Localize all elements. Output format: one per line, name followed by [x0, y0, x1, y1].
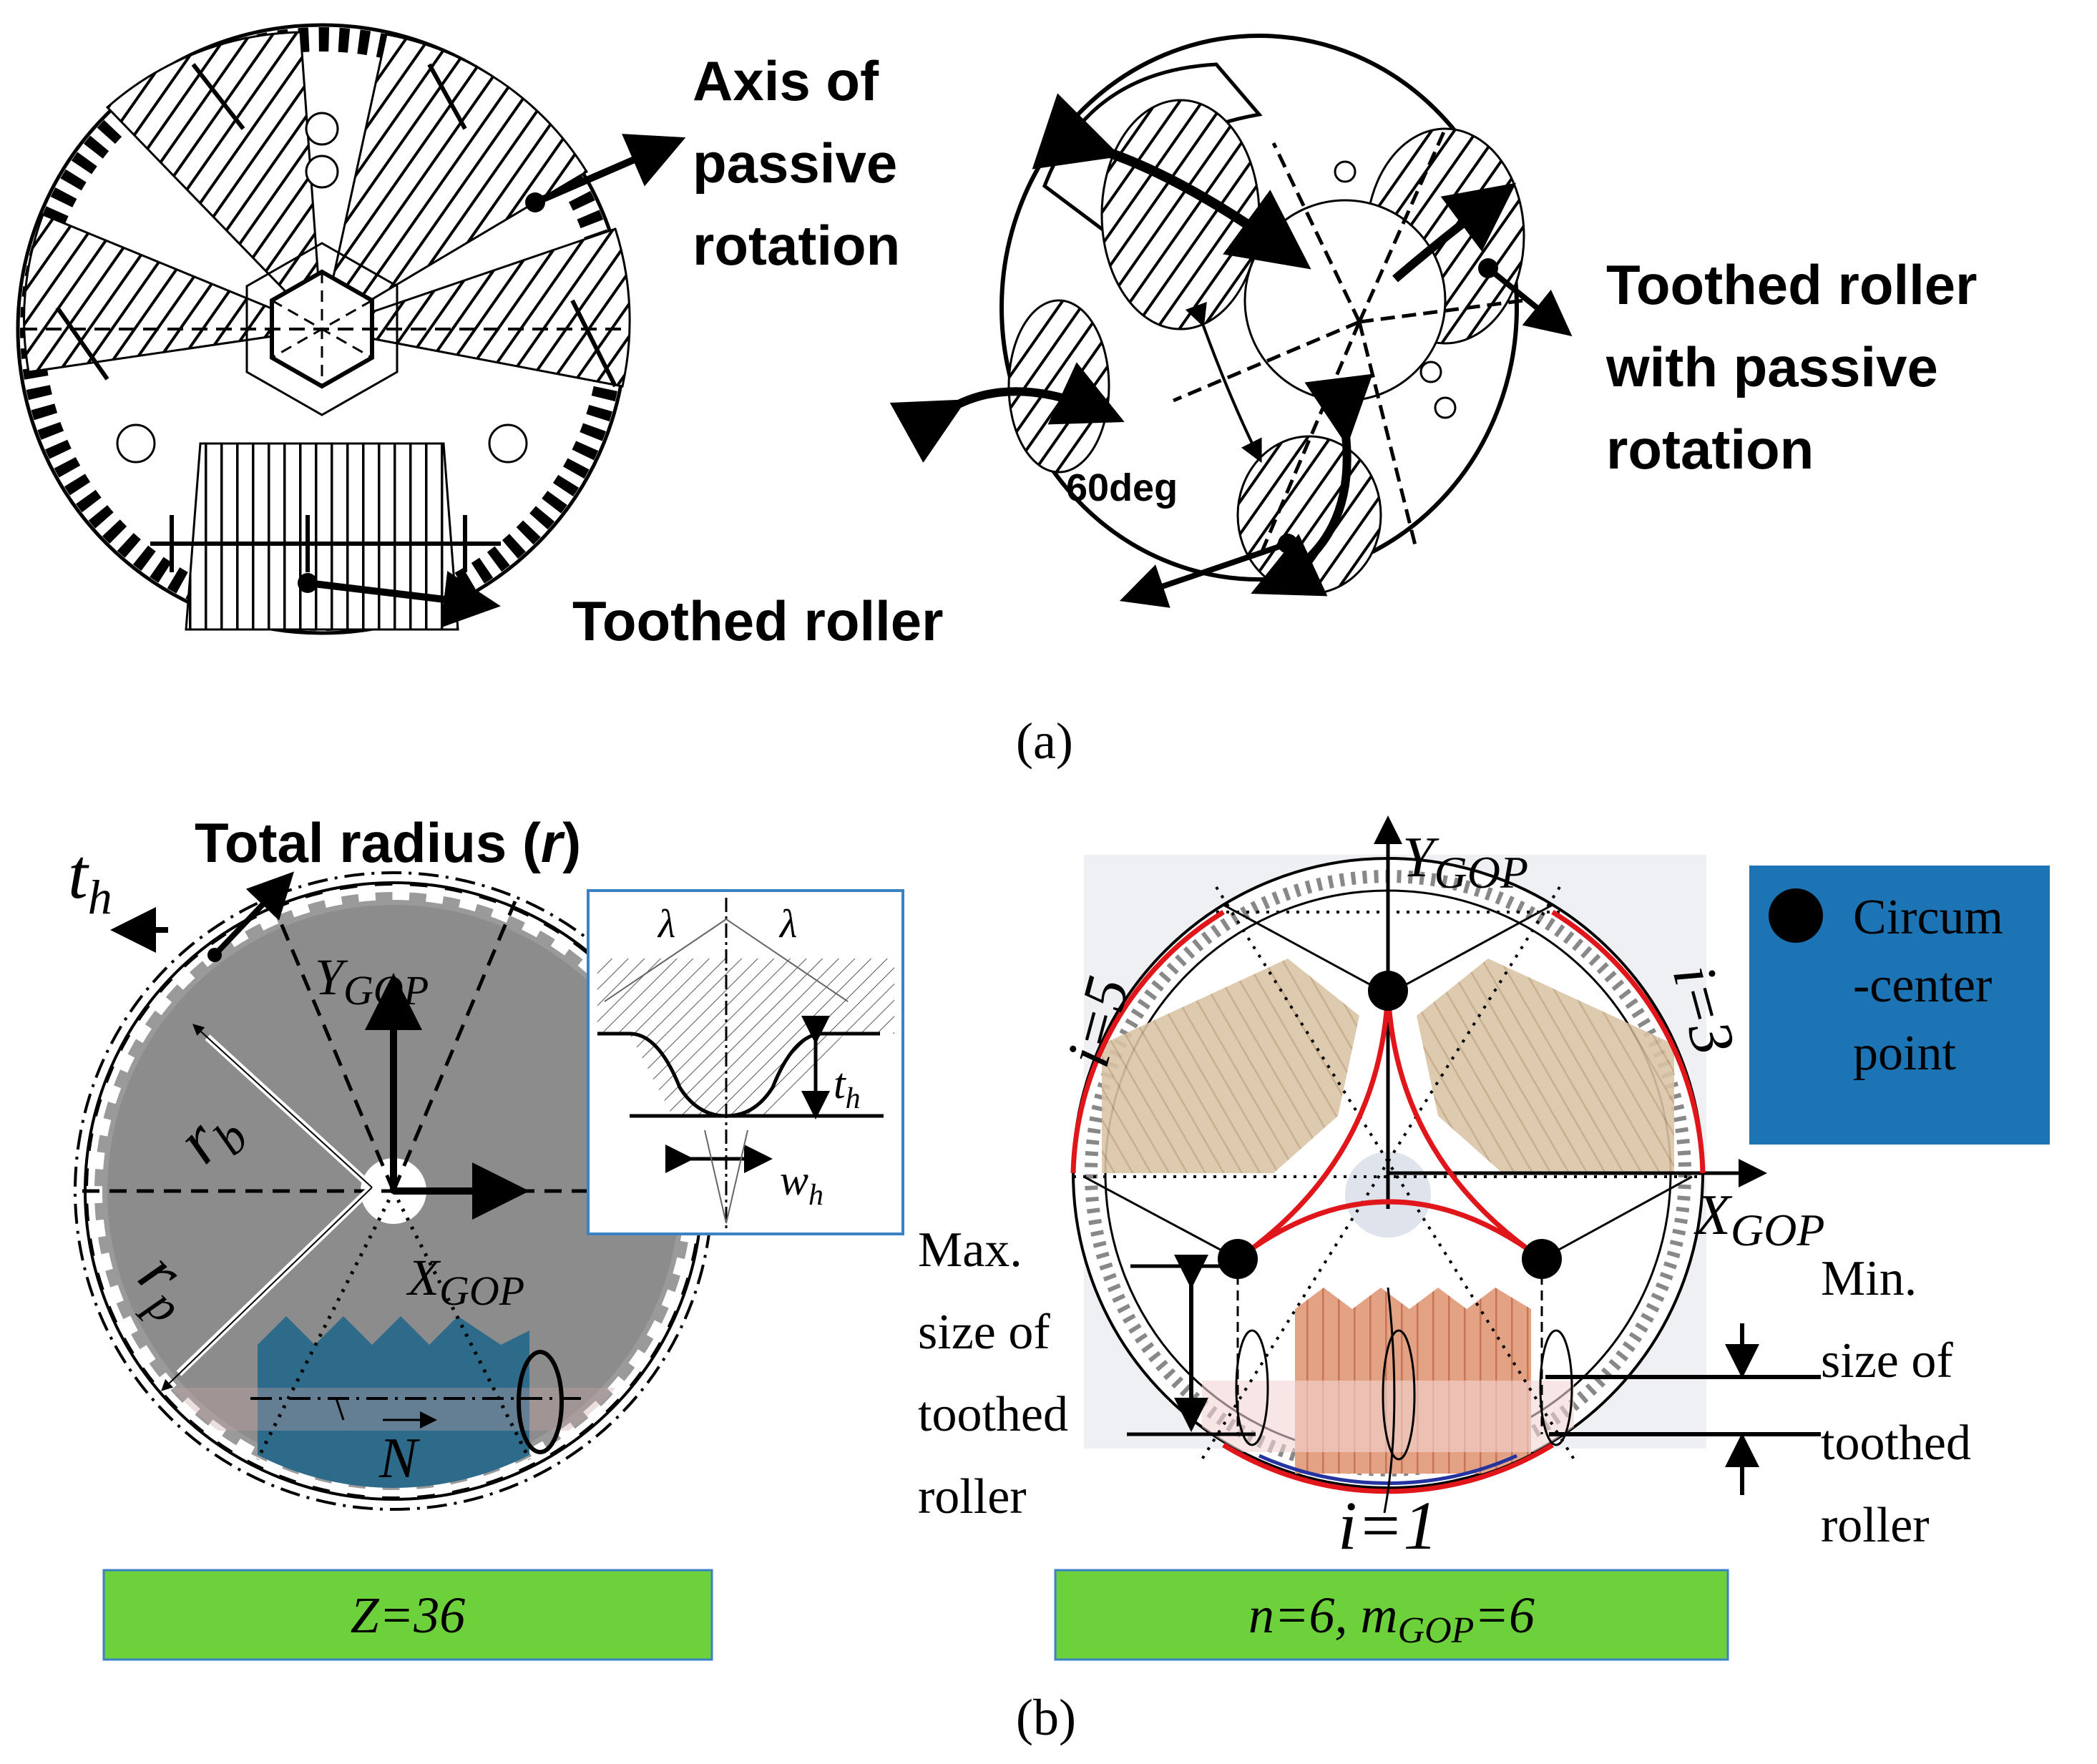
th-label: th — [68, 834, 112, 924]
label-60deg: 60deg — [1066, 466, 1178, 509]
svg-text:Z=36: Z=36 — [351, 1587, 466, 1644]
svg-text:n=6, mGOP=6: n=6, mGOP=6 — [1248, 1587, 1535, 1651]
panel-a-front-view — [16, 23, 686, 635]
total-radius-title: Total radius (r) — [195, 811, 581, 874]
legend-circumcenter: Circum -center point — [1749, 866, 2050, 1145]
inset-lambda-right: λ — [778, 902, 797, 946]
right-y-axis-label: YGOP — [1402, 826, 1528, 898]
inset-lambda-left: λ — [657, 902, 675, 946]
label-toothed-roller-passive: Toothed roller with passive rotation — [1605, 253, 1993, 481]
caption-b: (b) — [1016, 1689, 1076, 1746]
legend-dot-icon — [1769, 888, 1823, 943]
max-size-label: Max. size of toothed roller — [918, 1222, 1080, 1524]
circumcenter-left — [1218, 1239, 1258, 1279]
left-y-axis-label: YGOP — [315, 949, 429, 1014]
normal-vector-label: N — [378, 1411, 437, 1490]
circumcenter-top — [1368, 971, 1408, 1011]
label-toothed-roller: Toothed roller — [572, 589, 944, 652]
circumcenter-right — [1522, 1239, 1562, 1279]
badge-n-m: n=6, mGOP=6 — [1054, 1569, 1729, 1661]
tooth-profile-inset: λ λ th wh — [587, 889, 904, 1235]
left-x-axis-label: XGOP — [406, 1249, 524, 1314]
badge-z: Z=36 — [102, 1569, 713, 1661]
inset-wh-label: wh — [780, 1157, 823, 1212]
label-axis-passive-rotation: Axis of passive rotation — [693, 49, 913, 277]
right-x-axis-label: XGOP — [1693, 1184, 1824, 1255]
label-i1-pointer — [1383, 1287, 1396, 1514]
panel-a-iso-view — [889, 34, 1573, 608]
inset-th-label: th — [834, 1060, 861, 1115]
min-size-label: Min. size of toothed roller — [1821, 1251, 1983, 1553]
caption-a: (a) — [1016, 712, 1073, 770]
label-i1: i=1 — [1338, 1487, 1437, 1564]
panel-b-right-diagram — [1070, 815, 1821, 1495]
svg-text:N: N — [378, 1427, 421, 1490]
svg-text:Circum -center poi: Circum -center point — [1853, 890, 2015, 1081]
panel-b-left-diagram — [74, 871, 713, 1511]
